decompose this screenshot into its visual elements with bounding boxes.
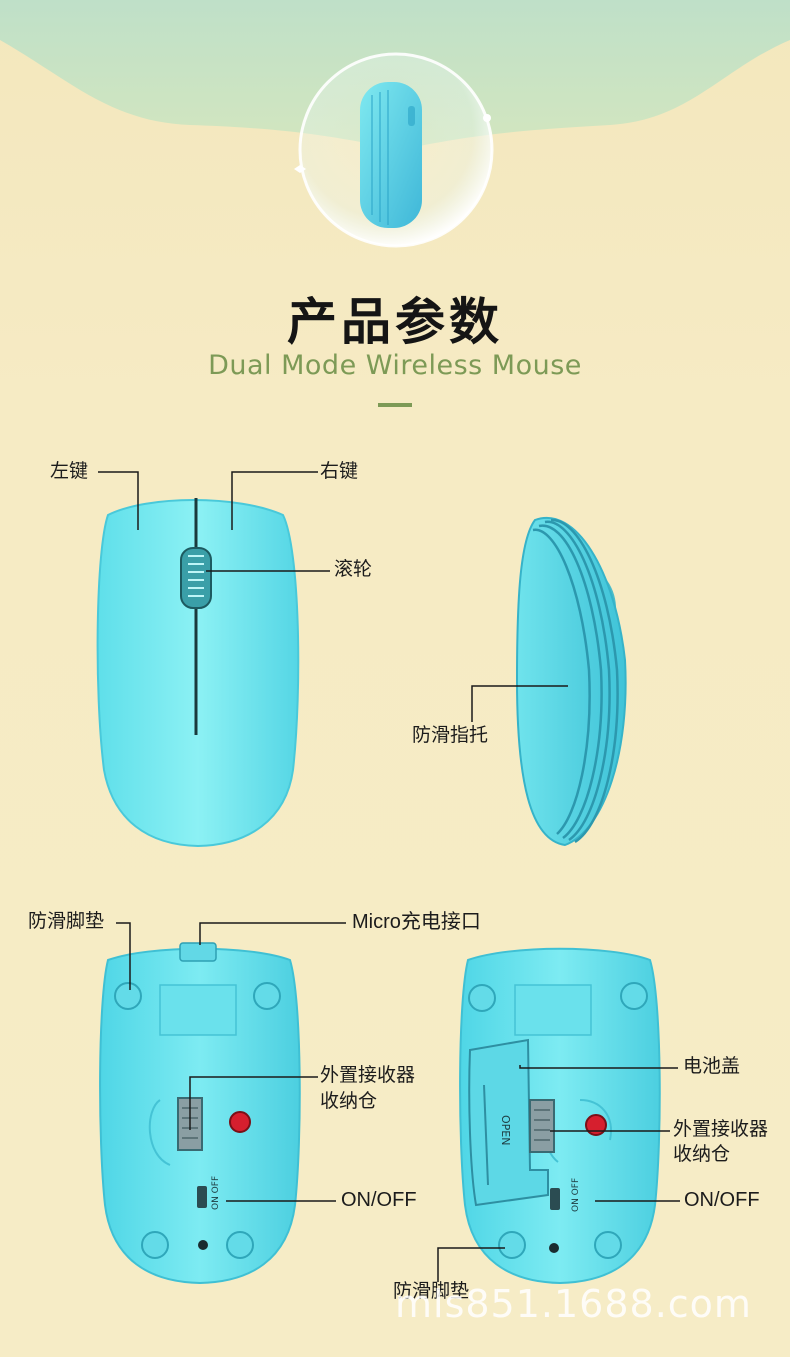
scroll-wheel-label: 滚轮 bbox=[334, 558, 373, 580]
power-switch-label-right: ON/OFF bbox=[684, 1189, 760, 1211]
bubble-icon bbox=[294, 52, 494, 248]
right-button-label: 右键 bbox=[320, 460, 359, 482]
feet-label-right: 防滑脚垫 bbox=[393, 1280, 470, 1302]
switch-text: ON OFF bbox=[211, 1176, 221, 1210]
receiver-storage-label-left-1: 外置接收器 bbox=[320, 1064, 416, 1086]
foot-pad-icon bbox=[114, 982, 281, 1259]
feet-label-left: 防滑脚垫 bbox=[28, 910, 105, 932]
receiver-storage-label-right-2: 收纳仓 bbox=[673, 1143, 731, 1165]
page-subtitle: Dual Mode Wireless Mouse bbox=[208, 350, 582, 381]
page-title: 产品参数 bbox=[287, 293, 503, 351]
header-background bbox=[0, 0, 790, 248]
switch-text: ON OFF bbox=[571, 1178, 581, 1212]
battery-cover-icon: OPEN bbox=[468, 1038, 549, 1207]
scroll-wheel-icon bbox=[180, 547, 212, 609]
receiver-storage-label-left-2: 收纳仓 bbox=[320, 1090, 378, 1112]
charging-port-label: Micro充电接口 bbox=[352, 911, 481, 933]
open-text: OPEN bbox=[499, 1115, 512, 1145]
battery-cover-label: 电池盖 bbox=[683, 1055, 741, 1077]
receiver-storage-label-right-1: 外置接收器 bbox=[673, 1118, 769, 1140]
mouse-bottom-view-right: OPEN ON OFF bbox=[459, 947, 661, 1285]
watermark: mls851.1688.com bbox=[395, 1282, 752, 1326]
left-button-label: 左键 bbox=[50, 460, 89, 482]
title-divider bbox=[378, 403, 412, 407]
mouse-side-view bbox=[515, 517, 627, 847]
grip-label: 防滑指托 bbox=[412, 724, 489, 746]
mouse-top-view bbox=[96, 498, 300, 848]
mouse-bottom-view-left: ON OFF bbox=[99, 942, 301, 1285]
power-switch-label-left: ON/OFF bbox=[341, 1189, 417, 1211]
